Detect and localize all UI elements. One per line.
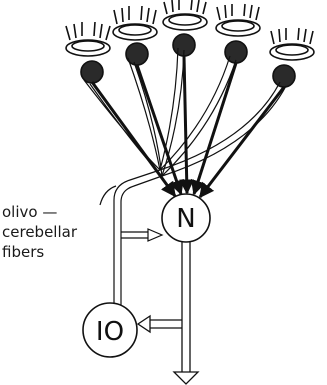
arrow-left-icon [138, 316, 150, 332]
nucleus-node: N [162, 194, 210, 242]
inferior-olive-node: IO [83, 303, 137, 357]
fiber-label-line3: fibers [2, 243, 44, 261]
nucleus-label: N [176, 204, 195, 234]
purkinje-cell-icon [66, 22, 110, 83]
inferior-olive-label: IO [96, 317, 124, 347]
purkinje-cell-icon [163, 0, 207, 56]
purkinje-cell-group [66, 0, 314, 87]
fiber-label: olivo — cerebellar fibers [2, 203, 78, 261]
arrow-right-icon [148, 229, 162, 241]
purkinje-cell-icon [216, 4, 260, 63]
fiber-label-line2: cerebellar [2, 223, 78, 241]
branch-to-io [148, 320, 182, 328]
purkinje-cell-icon [113, 6, 157, 65]
nucleus-output [182, 242, 190, 375]
arrow-down-icon [174, 372, 198, 384]
fiber-label-line1: olivo — [2, 203, 57, 221]
purkinje-cell-icon [270, 28, 314, 87]
